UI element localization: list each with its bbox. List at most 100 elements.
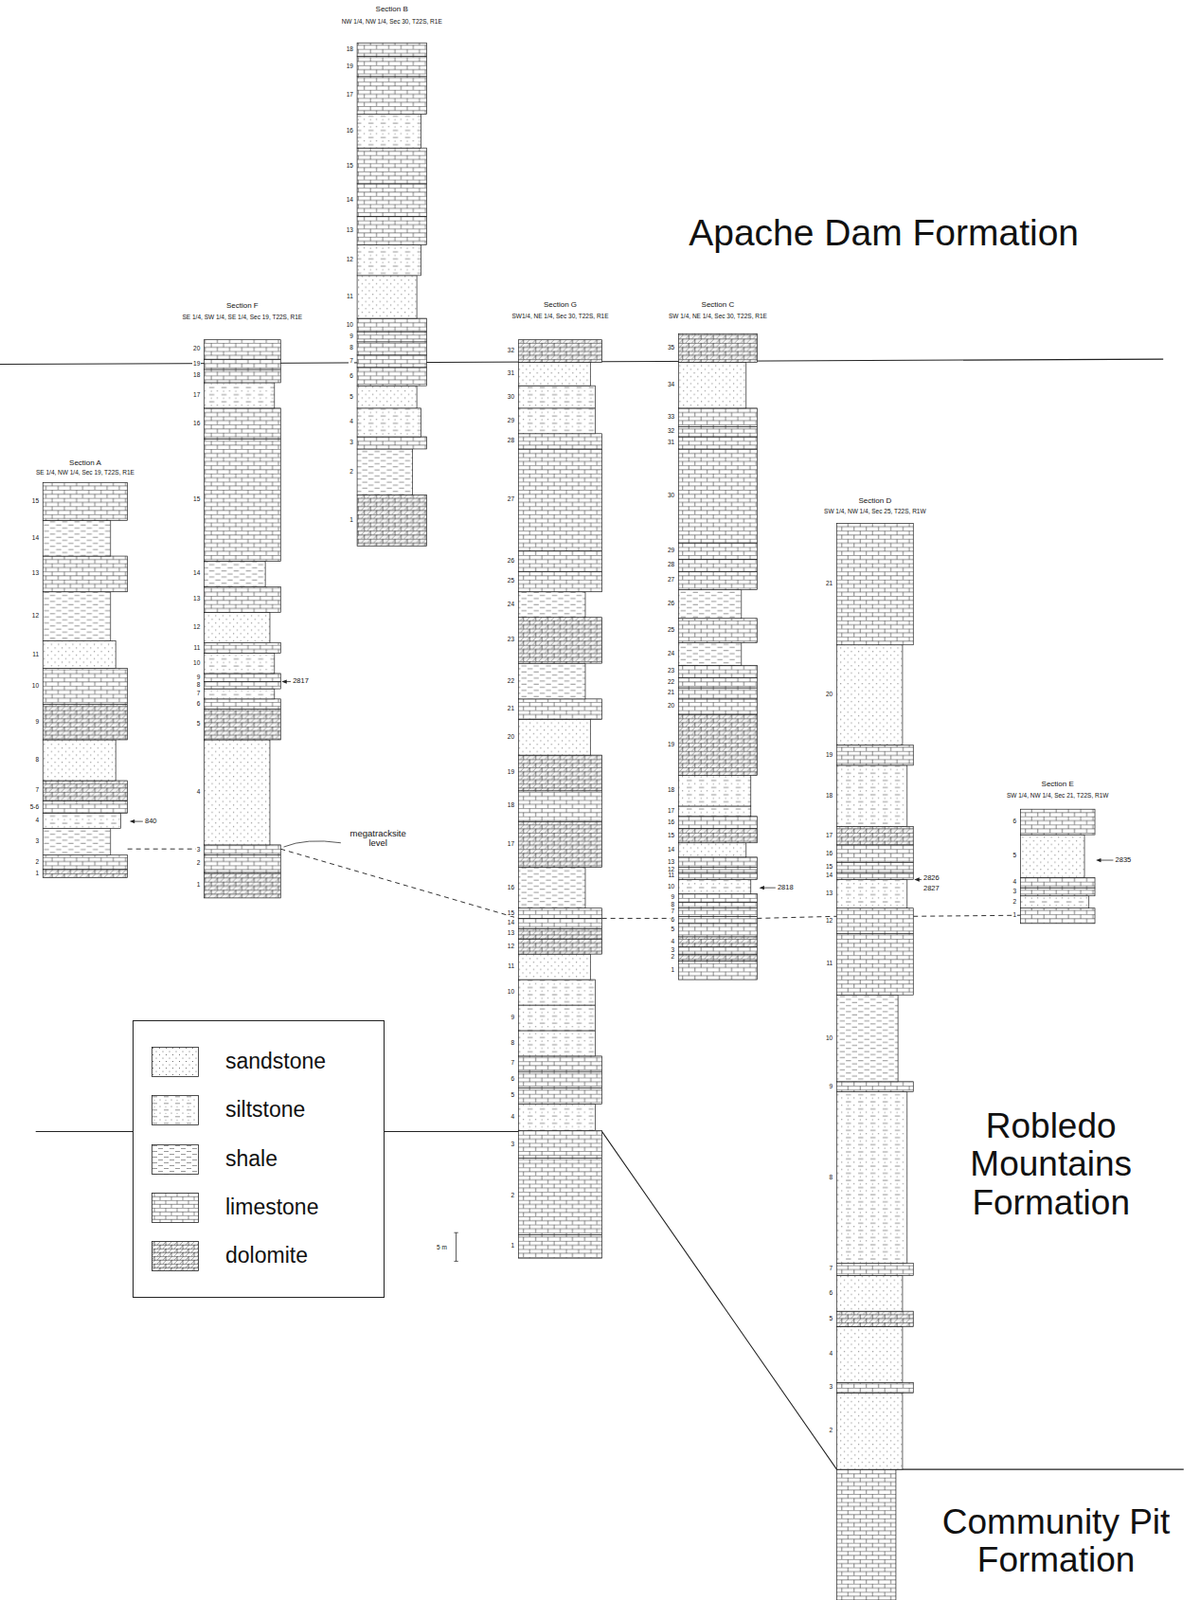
section-column: Section FSE 1/4, SW 1/4, SE 1/4, Sec 19,… [203,301,281,898]
bed-number: 2 [1012,898,1019,906]
bed-number: 12 [31,612,40,620]
section-column: Section BNW 1/4, NW 1/4, Sec 30, T22S, R… [357,4,427,546]
bed-number: 17 [192,392,201,399]
bed-number: 3 [828,1383,835,1391]
bed-rect [357,245,421,276]
bed-rect [518,591,586,618]
bed-rect [836,1325,902,1382]
bed-number: 8 [828,1174,835,1182]
bed-number: 18 [192,372,201,379]
bed-number: 11 [666,872,676,879]
formation-name: Robledo Mountains Formation [941,1107,1161,1223]
bed-number: 13 [824,890,834,897]
bed-number: 11 [345,293,355,301]
column-frame [357,42,427,546]
bed-rect [518,979,595,1005]
bed-number: 12 [666,866,676,874]
bed-number: 29 [506,417,516,425]
bed-rect [203,408,281,439]
section-title: Section C [701,301,735,310]
section-location: SW 1/4, NE 1/4, Sec 30, T22S, R1E [668,312,768,320]
legend-swatch [151,1240,199,1272]
bed-rect [678,361,746,408]
bed-number: 20 [192,345,201,353]
bed-rect [42,813,121,829]
bed-rect [678,714,757,776]
bed-rect [518,1004,595,1031]
bed-rect [836,879,907,909]
bed-number: 4 [1012,878,1019,886]
bed-number: 6 [348,373,355,380]
bed-rect [678,805,751,817]
bed-rect [42,855,127,870]
section-column: Section CSW 1/4, NE 1/4, Sec 30, T22S, R… [678,300,757,980]
bed-rect [836,844,914,862]
bed-rect [203,586,281,612]
bed-number: 1 [1012,912,1019,919]
bed-rect [42,519,111,556]
bed-rect [357,385,417,409]
bed-number: 14 [31,535,40,542]
bed-number: 21 [506,705,516,713]
formation-name: Apache Dam Formation [688,212,1079,255]
sample-arrow [763,887,776,889]
bed-number: 4 [348,418,355,426]
bed-number: 18 [666,787,676,794]
bed-number: 24 [666,650,676,658]
bed-number: 4 [509,1113,516,1121]
bed-rect [357,408,421,437]
bed-rect [678,426,757,437]
bed-number: 30 [506,394,516,401]
bed-number: 11 [506,963,516,970]
bed-rect [518,1087,602,1104]
bed-number: 10 [31,682,40,690]
bed-number: 8 [348,344,355,352]
bed-number: 13 [666,859,676,866]
bed-number: 19 [192,360,201,368]
bed-rect [836,994,898,1082]
bed-rect [836,1263,914,1276]
bed-number: 9 [670,894,677,901]
section-title: Section E [1041,780,1075,789]
bed-rect [42,869,127,878]
bed-number: 5 [1012,852,1019,860]
bed-number: 5 [196,720,202,728]
bed-rect [518,408,595,434]
bed-rect [678,953,757,962]
bed-number: 35 [666,344,676,352]
bed-number: 1 [348,517,355,524]
bed-number: 22 [666,679,676,686]
bed-rect [42,591,111,642]
correlation-line [602,917,680,919]
bed-number: 23 [506,636,516,644]
bed-number: 30 [666,492,676,500]
bed-rect [678,915,757,924]
bed-rect [42,739,116,781]
bed-rect [678,664,757,678]
bed-number: 3 [34,838,40,845]
bed-rect [357,331,427,342]
bed-number: 16 [506,884,516,892]
section-location: NW 1/4, NW 1/4, Sec 30, T22S, R1E [341,17,443,25]
bed-number: 20 [506,734,516,741]
bed-number: 18 [345,46,355,54]
bed-rect [203,709,281,740]
legend-swatch-fill [152,1240,199,1271]
bed-rect [518,1158,602,1236]
legend-text: siltstone [225,1096,305,1124]
bed-number: 15 [506,910,516,917]
legend-text: limestone [225,1194,319,1221]
bed-number: 31 [506,370,516,377]
bed-number: 1 [196,881,202,889]
bed-rect [518,1071,602,1088]
bed-number: 14 [192,570,201,577]
bed-rect [518,662,586,699]
bed-number: 21 [666,689,676,697]
bed-number: 7 [34,787,40,794]
section-column: Section DSW 1/4, NW 1/4, Sec 25, T22S, R… [836,496,914,1470]
bed-rect [678,901,757,908]
legend-swatch-fill [152,1047,199,1077]
section-title: Section B [376,5,409,15]
community-pit-column [836,1468,896,1600]
bed-number: 15 [666,832,676,840]
